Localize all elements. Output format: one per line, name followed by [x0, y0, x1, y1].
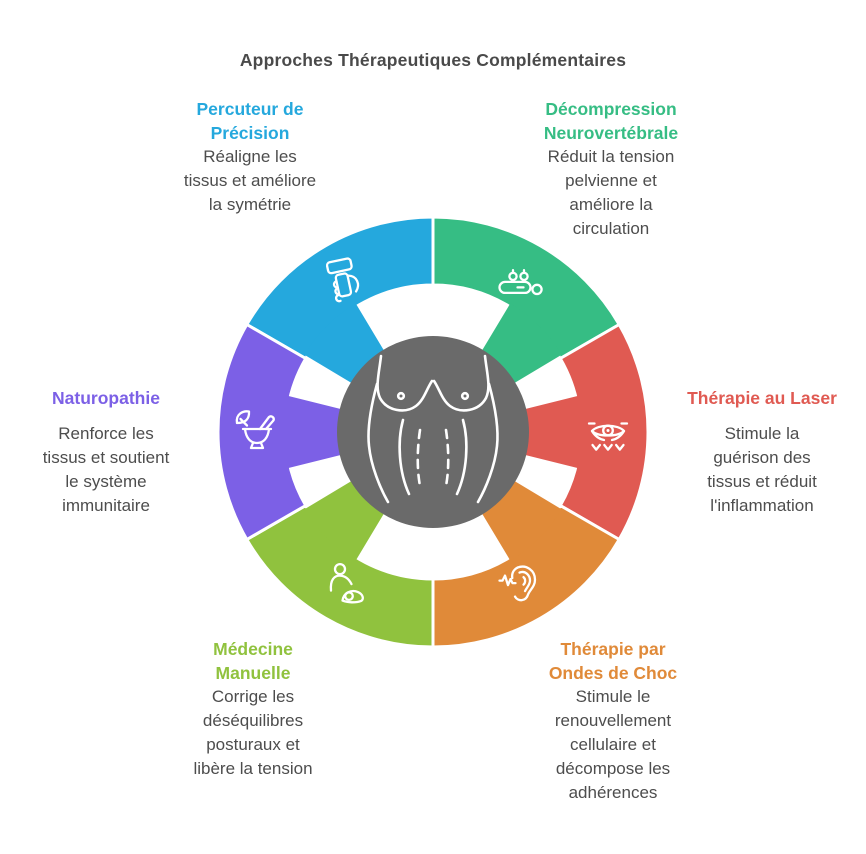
segment-description: Corrige les déséquilibres posturaux et l… [193, 687, 313, 778]
segment-label: Médecine Manuelle [213, 639, 293, 683]
segment-label: Percuteur de Précision [196, 99, 304, 143]
segment-label: Thérapie au Laser [687, 388, 837, 408]
label-block-ondes-de-choc: Thérapie par Ondes de Choc Stimule le re… [508, 637, 718, 805]
label-block-naturopathie: Naturopathie Renforce les tissus et sout… [0, 386, 212, 518]
mortar-pestle-icon [235, 410, 275, 450]
segment-description: Renforce les tissus et soutient le systè… [42, 424, 170, 515]
female-torso-illustration [367, 354, 499, 504]
label-block-laser: Thérapie au Laser Stimule la guérison de… [658, 386, 866, 518]
manual-therapy-icon [329, 562, 364, 604]
massage-gun-icon [325, 257, 360, 303]
laser-device-icon [587, 422, 629, 451]
segment-label: Décompression Neurovertébrale [543, 99, 679, 143]
segment-tab [520, 395, 583, 469]
label-block-medecine-manuelle: Médecine Manuelle Corrige les déséquilib… [148, 637, 358, 781]
segment-description: Réaligne les tissus et améliore la symét… [183, 147, 317, 214]
segment-description: Réduit la tension pelvienne et améliore … [547, 147, 675, 238]
therapy-wheel [216, 215, 650, 649]
ear-soundwave-icon [498, 565, 537, 602]
center-circle [337, 336, 529, 528]
segment-description: Stimule le renouvellement cellulaire et … [554, 687, 672, 802]
label-block-decompression: Décompression Neurovertébrale Réduit la … [501, 97, 721, 241]
page-title: Approches Thérapeutiques Complémentaires [239, 50, 627, 70]
segment-description: Stimule la guérison des tissus et réduit… [707, 424, 817, 515]
segment-naturopathie [216, 322, 346, 542]
label-block-percuteur: Percuteur de Précision Réaligne les tiss… [150, 97, 350, 217]
segment-tab [283, 395, 346, 469]
segment-label: Thérapie par Ondes de Choc [548, 639, 678, 683]
decompression-table-icon [498, 269, 543, 296]
segment-label: Naturopathie [52, 388, 160, 408]
